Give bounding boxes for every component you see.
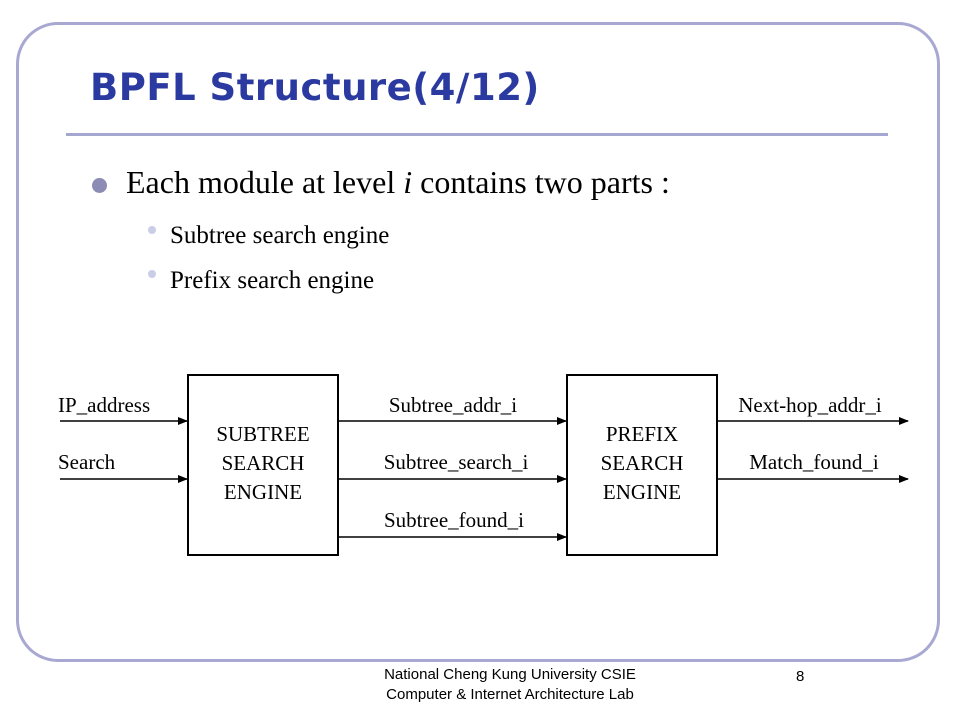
sub-bullet-dot-icon: [148, 270, 156, 278]
next-hop-addr-label: Next-hop_addr_i: [738, 393, 882, 417]
ip-address-label: IP_address: [58, 393, 150, 417]
footer-line-2: Computer & Internet Architecture Lab: [386, 686, 634, 703]
sub-bullet-1: Subtree search engine: [170, 222, 390, 249]
sub-bullet-dot-icon: [148, 226, 156, 234]
main-bullet: Each module at level i contains two part…: [126, 164, 670, 201]
subtree-found-label: Subtree_found_i: [384, 508, 524, 532]
slide-title: BPFL Structure(4/12): [90, 66, 540, 109]
prefix-engine-label-3: ENGINE: [603, 480, 681, 504]
subtree-search-label: Subtree_search_i: [384, 450, 529, 474]
main-bullet-text-post: contains two parts :: [412, 164, 670, 200]
search-label: Search: [58, 450, 116, 474]
prefix-search-engine-block: [566, 374, 718, 556]
sub-bullet-2: Prefix search engine: [170, 267, 375, 294]
match-found-label: Match_found_i: [749, 450, 879, 474]
main-bullet-variable: i: [403, 164, 413, 200]
prefix-engine-label-1: PREFIX: [606, 422, 678, 446]
subtree-search-engine-block: [187, 374, 339, 556]
main-bullet-text-pre: Each module at level: [126, 164, 404, 200]
subtree-addr-label: Subtree_addr_i: [389, 393, 517, 417]
subtree-engine-label-2: SEARCH: [222, 451, 305, 475]
footer-line-1: National Cheng Kung University CSIE: [384, 666, 636, 683]
title-divider: [66, 133, 888, 136]
page-number: 8: [796, 668, 805, 685]
footer: National Cheng Kung University CSIE Comp…: [330, 665, 690, 705]
subtree-engine-label-1: SUBTREE: [216, 422, 309, 446]
subtree-engine-label-3: ENGINE: [224, 480, 302, 504]
prefix-engine-label-2: SEARCH: [601, 451, 684, 475]
bullet-dot-icon: [92, 178, 107, 193]
slide-frame: [16, 22, 940, 662]
